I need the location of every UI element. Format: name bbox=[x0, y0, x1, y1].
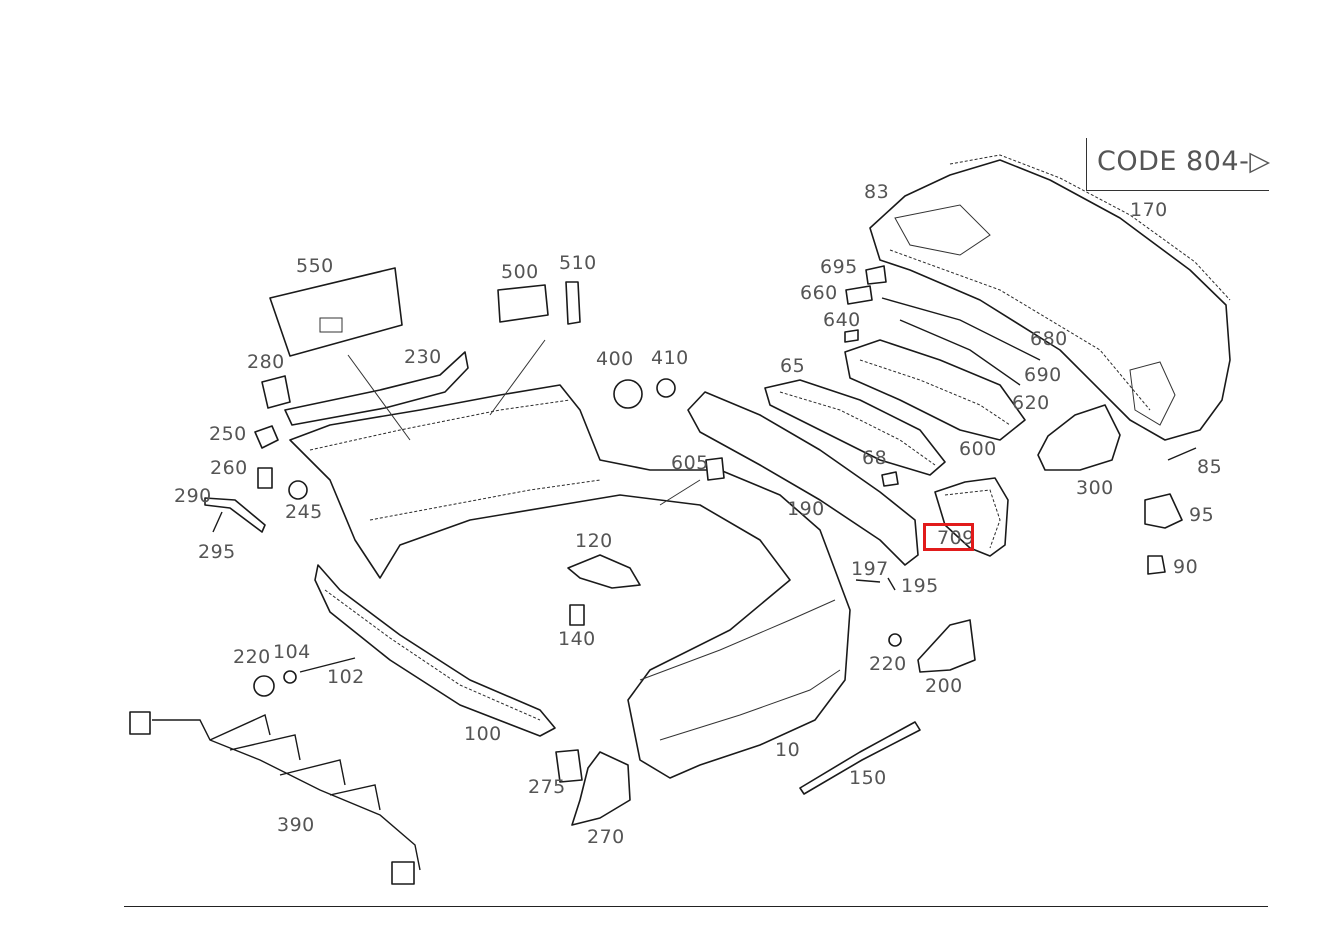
label-290: 290 bbox=[174, 485, 212, 507]
label-100: 100 bbox=[464, 723, 502, 745]
label-200: 200 bbox=[925, 675, 963, 697]
part-709-bracket bbox=[934, 477, 1009, 557]
label-95: 95 bbox=[1189, 504, 1215, 526]
part-640-tab bbox=[844, 329, 859, 343]
label-65: 65 bbox=[780, 355, 806, 377]
label-83: 83 bbox=[864, 181, 890, 203]
part-410-ring bbox=[656, 378, 676, 398]
bottom-rule bbox=[124, 906, 1268, 907]
label-245: 245 bbox=[285, 501, 323, 523]
label-690: 690 bbox=[1024, 364, 1062, 386]
label-140: 140 bbox=[558, 628, 596, 650]
label-197: 197 bbox=[851, 558, 889, 580]
label-68: 68 bbox=[862, 447, 888, 469]
part-104-washer bbox=[283, 670, 297, 684]
label-120: 120 bbox=[575, 530, 613, 552]
part-400-sensor bbox=[613, 379, 643, 409]
part-280-cap bbox=[261, 375, 291, 409]
label-230: 230 bbox=[404, 346, 442, 368]
part-120-bracket bbox=[567, 554, 641, 589]
part-270-bracket bbox=[571, 751, 631, 826]
label-270: 270 bbox=[587, 826, 625, 848]
part-230-strip bbox=[284, 351, 469, 426]
part-220b-grommet bbox=[888, 633, 902, 647]
part-295-screw bbox=[212, 511, 223, 533]
label-170: 170 bbox=[1130, 199, 1168, 221]
part-65-rail bbox=[764, 379, 946, 476]
label-390: 390 bbox=[277, 814, 315, 836]
label-709[interactable]: 709 bbox=[937, 527, 975, 549]
part-85-pin bbox=[1167, 447, 1197, 461]
code-label: CODE 804-▷ bbox=[1097, 146, 1271, 177]
label-250: 250 bbox=[209, 423, 247, 445]
part-102-rod bbox=[299, 657, 356, 673]
highlight-box-709 bbox=[923, 523, 974, 551]
label-90: 90 bbox=[1173, 556, 1199, 578]
part-200-bracket bbox=[917, 619, 976, 673]
label-195: 195 bbox=[901, 575, 939, 597]
part-260-bolt bbox=[257, 467, 273, 489]
label-190: 190 bbox=[787, 498, 825, 520]
part-100-strip bbox=[314, 564, 556, 737]
part-140-bolt bbox=[569, 604, 585, 626]
label-600: 600 bbox=[959, 438, 997, 460]
part-150-strip bbox=[799, 721, 921, 795]
part-220-grommet bbox=[253, 675, 275, 697]
part-600-absorber bbox=[844, 339, 1026, 441]
label-295: 295 bbox=[198, 541, 236, 563]
part-690-cable bbox=[899, 319, 1021, 386]
label-680: 680 bbox=[1030, 328, 1068, 350]
part-605-sensor bbox=[705, 457, 725, 481]
part-68-clip bbox=[881, 471, 899, 487]
label-220-left: 220 bbox=[233, 646, 271, 668]
label-220-right: 220 bbox=[869, 653, 907, 675]
part-10-bumper-cover bbox=[289, 384, 851, 779]
label-280: 280 bbox=[247, 351, 285, 373]
label-275: 275 bbox=[528, 776, 566, 798]
part-390-harness bbox=[152, 719, 421, 871]
label-102: 102 bbox=[327, 666, 365, 688]
part-695-sensor bbox=[865, 265, 887, 285]
label-260: 260 bbox=[210, 457, 248, 479]
label-400: 400 bbox=[596, 348, 634, 370]
part-245-nut bbox=[288, 480, 308, 500]
label-10: 10 bbox=[775, 739, 801, 761]
label-410: 410 bbox=[651, 347, 689, 369]
part-95-mount bbox=[1144, 493, 1183, 529]
part-90-screw bbox=[1147, 555, 1166, 575]
label-695: 695 bbox=[820, 256, 858, 278]
label-620: 620 bbox=[1012, 392, 1050, 414]
part-190-beam bbox=[687, 391, 919, 566]
code-frame bbox=[1086, 138, 1269, 191]
part-300-trim bbox=[1037, 404, 1121, 471]
part-290-strip bbox=[204, 497, 266, 533]
part-170-diffuser bbox=[869, 159, 1231, 441]
label-605: 605 bbox=[671, 452, 709, 474]
part-510-strip bbox=[565, 281, 581, 325]
label-85: 85 bbox=[1197, 456, 1223, 478]
part-197-pin bbox=[855, 579, 881, 583]
label-640: 640 bbox=[823, 309, 861, 331]
part-250-clip bbox=[254, 425, 279, 449]
label-550: 550 bbox=[296, 255, 334, 277]
part-500-flap bbox=[497, 284, 549, 323]
part-680-cable bbox=[881, 297, 1041, 361]
label-660: 660 bbox=[800, 282, 838, 304]
label-300: 300 bbox=[1076, 477, 1114, 499]
part-195-clip bbox=[887, 577, 896, 591]
label-104: 104 bbox=[273, 641, 311, 663]
label-150: 150 bbox=[849, 767, 887, 789]
part-550-panel bbox=[269, 267, 403, 357]
part-660-holder bbox=[845, 285, 873, 305]
label-510: 510 bbox=[559, 252, 597, 274]
label-500: 500 bbox=[501, 261, 539, 283]
part-275-clip bbox=[555, 749, 583, 783]
